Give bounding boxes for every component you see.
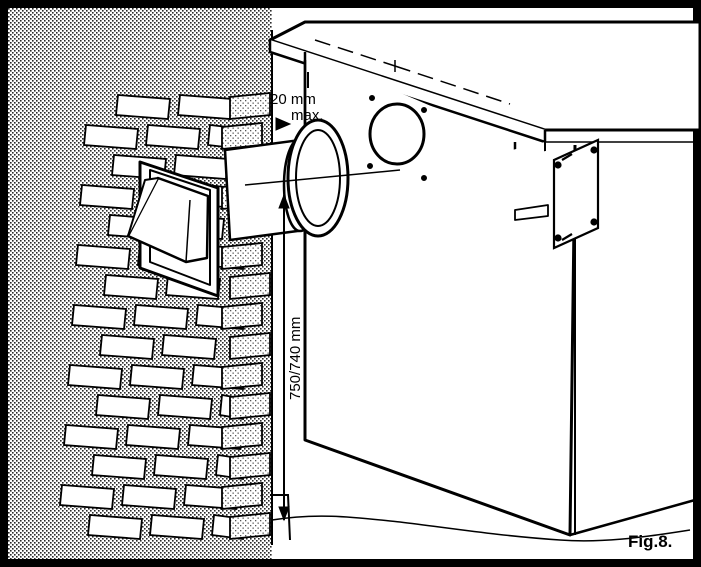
brick xyxy=(91,454,147,480)
brick xyxy=(125,424,181,450)
mounting-bracket xyxy=(552,138,600,250)
brick xyxy=(79,184,135,210)
brick xyxy=(229,512,271,540)
brick xyxy=(149,514,205,540)
brick xyxy=(221,302,263,330)
figure-caption: Fig.8. xyxy=(628,532,672,551)
brick xyxy=(87,514,143,540)
brick xyxy=(153,454,209,480)
brick xyxy=(221,242,263,270)
brick xyxy=(177,94,233,120)
brick xyxy=(83,124,139,150)
brick xyxy=(95,394,151,420)
brick xyxy=(145,124,201,150)
brick xyxy=(221,482,263,510)
brick xyxy=(67,364,123,390)
brick xyxy=(133,304,189,330)
brick xyxy=(229,392,271,420)
brick xyxy=(121,484,177,510)
brick xyxy=(229,272,271,300)
brick xyxy=(115,94,171,120)
brick xyxy=(229,92,271,120)
brick xyxy=(59,484,115,510)
brick xyxy=(63,424,119,450)
height-dimension-label: 750/740 mm xyxy=(287,317,304,400)
clearance-label: 20 mm xyxy=(270,91,316,108)
brick xyxy=(161,334,217,360)
vent-duct xyxy=(223,118,401,242)
brick xyxy=(229,452,271,480)
brick xyxy=(75,244,131,270)
brick xyxy=(221,362,263,390)
brick xyxy=(229,332,271,360)
brick-wall xyxy=(8,8,273,559)
brick xyxy=(71,304,127,330)
appliance-cabinet xyxy=(268,20,701,537)
brick xyxy=(99,334,155,360)
height-dimension-line xyxy=(270,193,291,541)
floor-line xyxy=(271,515,691,542)
brick xyxy=(157,394,213,420)
brick xyxy=(129,364,185,390)
brick xyxy=(221,422,263,450)
clearance-indicator xyxy=(275,72,309,131)
vent-hood xyxy=(126,160,220,298)
clearance-qualifier-label: max. xyxy=(291,107,324,124)
brick xyxy=(103,274,159,300)
